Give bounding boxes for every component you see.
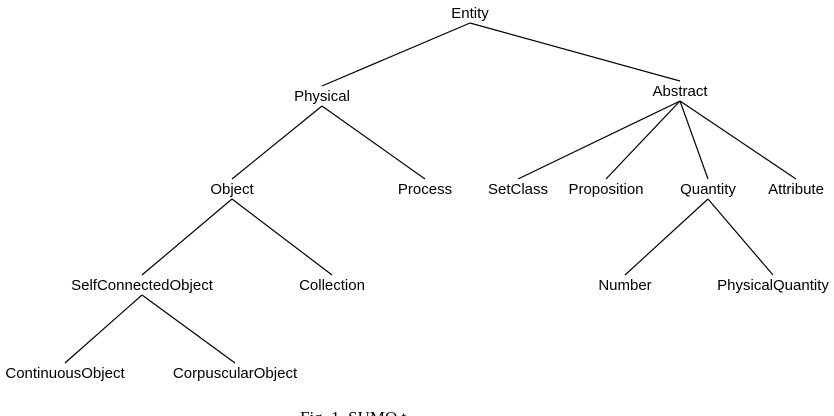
figure-caption: Fig. 1. SUMO t — [300, 408, 407, 416]
node-entity: Entity — [451, 5, 489, 22]
edge-entity-abstract — [469, 22, 681, 82]
edge-object-collection — [231, 198, 333, 276]
edge-abstract-proposition — [605, 100, 681, 180]
node-abstract: Abstract — [652, 83, 708, 100]
node-setclass: SetClass — [488, 181, 548, 198]
edge-abstract-setclass — [517, 100, 681, 180]
node-proposition: Proposition — [568, 181, 643, 198]
node-object: Object — [210, 181, 254, 198]
edge-quantity-physicalquantity — [707, 198, 774, 276]
edge-abstract-attribute — [679, 100, 797, 180]
node-number: Number — [598, 277, 651, 294]
edge-selfconnectedobject-continuousobject — [64, 294, 143, 364]
node-corpuscularobject: CorpuscularObject — [173, 365, 298, 382]
node-selfconnectedobject: SelfConnectedObject — [71, 277, 214, 294]
node-collection: Collection — [299, 277, 365, 294]
edge-physical-object — [231, 105, 323, 180]
edge-selfconnectedobject-corpuscularobject — [141, 294, 236, 364]
node-physical: Physical — [294, 88, 350, 105]
edge-quantity-number — [624, 198, 709, 276]
edge-object-selfconnectedobject — [141, 198, 233, 276]
node-process: Process — [398, 181, 452, 198]
edge-abstract-quantity — [679, 100, 709, 180]
node-attribute: Attribute — [768, 181, 824, 198]
edge-physical-process — [321, 105, 426, 180]
edge-entity-physical — [321, 22, 471, 87]
node-physicalquantity: PhysicalQuantity — [717, 277, 829, 294]
node-continuousobject: ContinuousObject — [5, 365, 125, 382]
node-quantity: Quantity — [680, 181, 736, 198]
